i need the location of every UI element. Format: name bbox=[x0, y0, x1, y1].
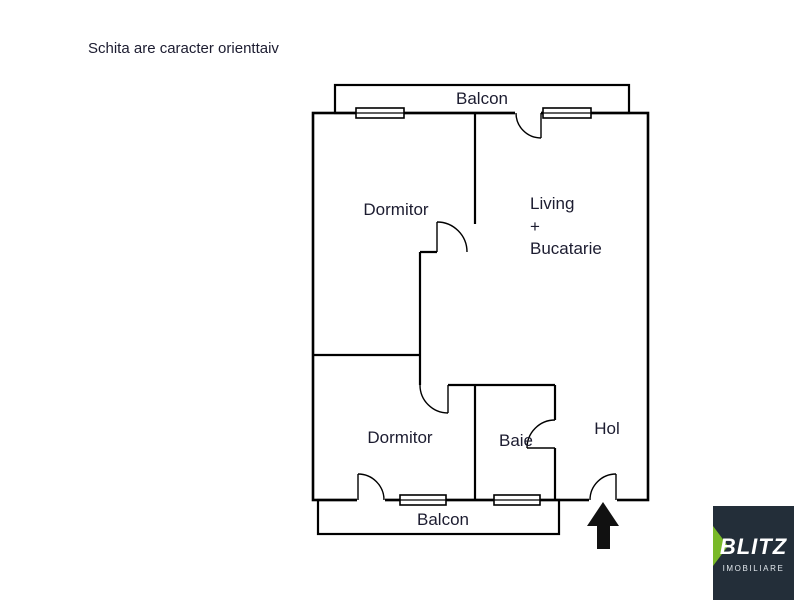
room-label-living-line1: Living bbox=[530, 194, 574, 213]
door-arc-living bbox=[515, 112, 542, 139]
room-label-bedroom-bottom: Dormitor bbox=[367, 428, 433, 447]
room-label-balcony-top: Balcon bbox=[456, 89, 508, 108]
room-label-living-line3: Bucatarie bbox=[530, 239, 602, 258]
door-arc-bathroom bbox=[526, 419, 556, 449]
room-label-bathroom: Baie bbox=[499, 431, 533, 450]
door-arc-balcony bbox=[357, 473, 385, 501]
apartment-outline bbox=[311, 111, 650, 502]
windows bbox=[355, 107, 592, 506]
room-label-balcony-bottom: Balcon bbox=[417, 510, 469, 529]
door-gap-living bbox=[515, 110, 541, 116]
room-label-bedroom-top: Dormitor bbox=[363, 200, 429, 219]
door-arc-entrance bbox=[589, 473, 617, 501]
logo-sub-text: IMOBILIARE bbox=[722, 564, 785, 573]
door-arc-bedroom-top bbox=[436, 221, 468, 253]
door-arc-bedroom-bottom bbox=[419, 384, 449, 414]
room-label-living-line2: + bbox=[530, 217, 540, 236]
door-swings bbox=[357, 112, 617, 501]
room-label-hall: Hol bbox=[594, 419, 620, 438]
disclaimer-text: Schita are caracter orienttaiv bbox=[88, 40, 279, 57]
door-gaps bbox=[357, 110, 617, 503]
door-gap-balcony bbox=[357, 497, 385, 503]
brand-logo: BLITZ IMOBILIARE bbox=[713, 506, 794, 600]
entrance-arrow-icon bbox=[587, 502, 619, 549]
door-gap-entrance bbox=[589, 497, 617, 503]
logo-brand-text: BLITZ bbox=[719, 534, 788, 559]
walls bbox=[311, 83, 650, 536]
